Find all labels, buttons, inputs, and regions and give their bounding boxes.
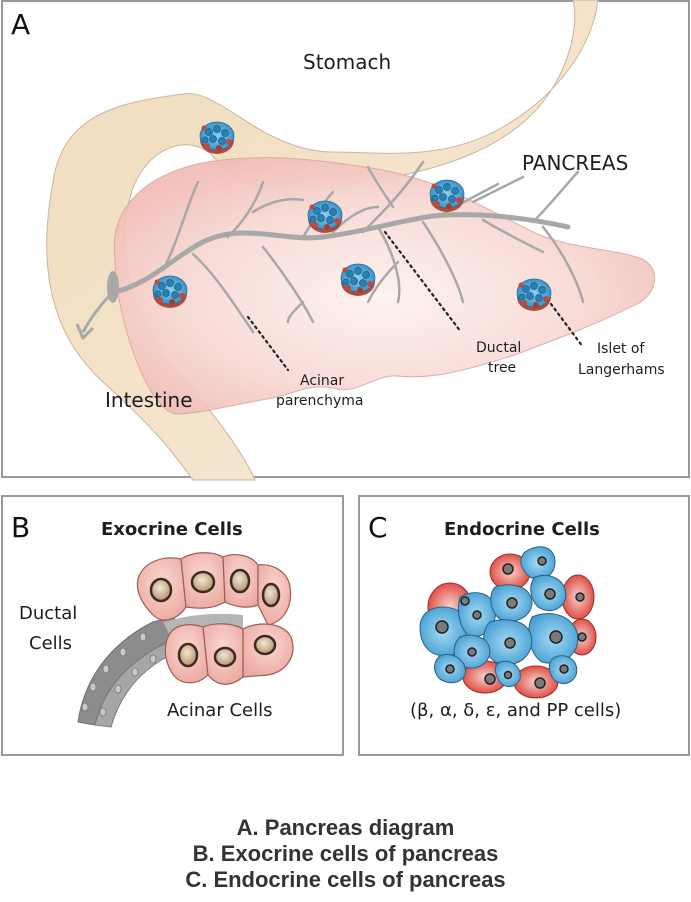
endocrine-illustration: C Endocrine Cells (β, α, δ, ε, and PP ce… — [368, 511, 621, 721]
label-ductal-line2: tree — [488, 360, 516, 376]
islet-of-langerhams — [152, 275, 188, 309]
figure-caption: A. Pancreas diagram B. Exocrine cells of… — [0, 815, 691, 893]
label-islet-line1: Islet of — [597, 341, 645, 357]
islet-of-langerhams — [307, 200, 343, 234]
leader-lines — [246, 230, 585, 372]
panel-b-exocrine-cells: B Exocrine Cells Ductal Cells Acinar Cel… — [1, 495, 344, 756]
ductal-tree — [112, 160, 585, 334]
panel-b-letter: B — [11, 511, 30, 544]
pancreas-shape — [113, 157, 656, 415]
acinar-cells — [136, 552, 294, 685]
panel-a-pancreas-diagram: A Stomach PANCREAS Intestine Acinar pare… — [1, 0, 690, 481]
label-acinar-line1: Acinar — [300, 373, 344, 389]
caption-line-1: A. Pancreas diagram — [236, 815, 455, 840]
caption-line-2: B. Exocrine cells of pancreas — [192, 841, 499, 866]
panel-a-letter: A — [11, 8, 30, 41]
label-islet-line2: Langerhams — [578, 362, 665, 378]
label-ductal-cells-line1: Ductal — [19, 603, 77, 624]
islet-of-langerhams — [199, 121, 235, 155]
pancreas-illustration: A Stomach PANCREAS Intestine Acinar pare… — [11, 0, 665, 481]
islet-of-langerhams — [516, 278, 552, 312]
caption-line-3: C. Endocrine cells of pancreas — [185, 867, 506, 892]
label-acinar-cells: Acinar Cells — [167, 700, 272, 721]
islet-of-langerhams — [340, 263, 376, 297]
exocrine-illustration: B Exocrine Cells Ductal Cells Acinar Cel… — [11, 511, 294, 728]
label-acinar-line2: parenchyma — [276, 393, 363, 409]
panel-b-title: Exocrine Cells — [101, 519, 243, 540]
panel-c-title: Endocrine Cells — [444, 519, 600, 540]
flow-arrow-icon — [81, 290, 115, 333]
panel-c-endocrine-cells: C Endocrine Cells (β, α, δ, ε, and PP ce… — [358, 495, 690, 756]
endocrine-cell-cluster — [419, 546, 597, 699]
islet-of-langerhams — [429, 179, 465, 213]
label-ductal-line1: Ductal — [476, 340, 521, 356]
panel-c-subtitle: (β, α, δ, ε, and PP cells) — [410, 700, 621, 721]
label-pancreas: PANCREAS — [522, 151, 628, 175]
panel-c-letter: C — [368, 511, 388, 544]
label-ductal-cells-line2: Cells — [29, 633, 72, 654]
label-intestine: Intestine — [105, 388, 193, 412]
label-stomach: Stomach — [303, 50, 391, 74]
